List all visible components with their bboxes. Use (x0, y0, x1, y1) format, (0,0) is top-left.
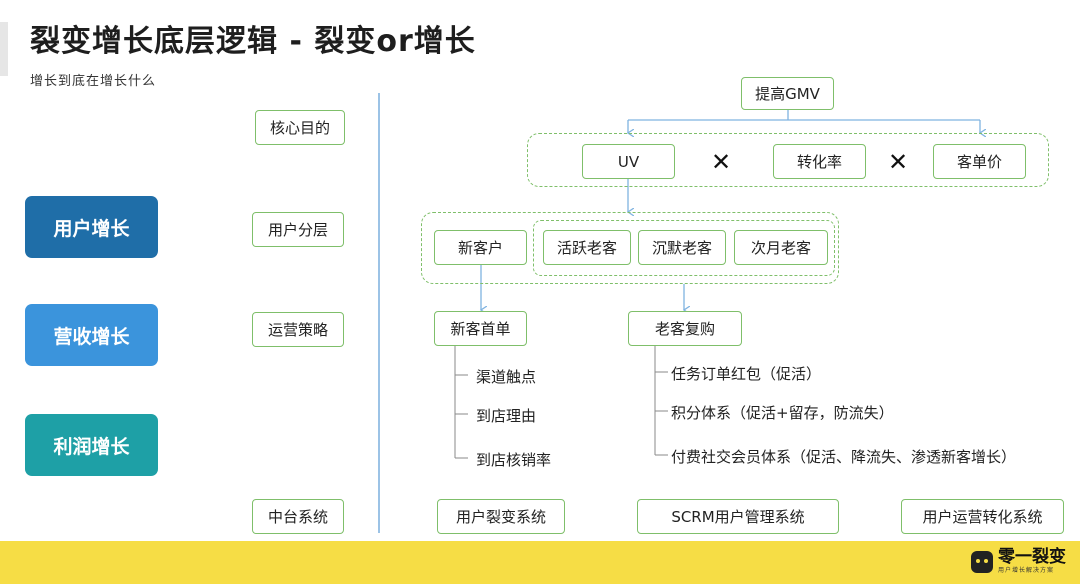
formula-group (527, 133, 1049, 187)
leaf-redemption-rate: 到店核销率 (476, 451, 552, 469)
footer-bar: 零一裂变 用户增长解决方案 (0, 541, 1080, 584)
row-label-ops-strategy: 运营策略 (252, 312, 344, 347)
system-scrm: SCRM用户管理系统 (637, 499, 839, 534)
segment-new-customer: 新客户 (434, 230, 527, 265)
brand-logo: 零一裂变 用户增长解决方案 (971, 549, 1066, 574)
page-subtitle: 增长到底在增长什么 (30, 74, 157, 89)
segment-active-old: 活跃老客 (543, 230, 631, 265)
gmv-box: 提高GMV (741, 77, 834, 110)
old-customer-group (533, 220, 835, 276)
strategy-repurchase: 老客复购 (628, 311, 742, 346)
left-accent-bar (0, 22, 8, 76)
segment-next-month-old: 次月老客 (734, 230, 828, 265)
leaf-points-system: 积分体系（促活+留存，防流失） (671, 404, 894, 422)
brand-name: 零一裂变 (998, 547, 1066, 567)
leaf-paid-membership: 付费社交会员体系（促活、降流失、渗透新客增长） (671, 448, 1017, 466)
leaf-store-visit-reason: 到店理由 (476, 407, 537, 425)
system-ops-conversion: 用户运营转化系统 (901, 499, 1064, 534)
divider-line (378, 93, 380, 533)
pillar-revenue-growth: 营收增长 (25, 304, 158, 366)
average-order-value-box: 客单价 (933, 144, 1026, 179)
leaf-channel-touchpoint: 渠道触点 (476, 368, 537, 386)
leaf-task-order-redpacket: 任务订单红包（促活） (671, 365, 822, 383)
row-label-user-layering: 用户分层 (252, 212, 344, 247)
row-label-core-goal: 核心目的 (255, 110, 345, 145)
pillar-profit-growth: 利润增长 (25, 414, 158, 476)
multiply-icon: ✕ (711, 148, 732, 176)
conversion-rate-box: 转化率 (773, 144, 866, 179)
pillar-user-growth: 用户增长 (25, 196, 158, 258)
strategy-new-first-order: 新客首单 (434, 311, 527, 346)
system-fission: 用户裂变系统 (437, 499, 565, 534)
uv-box: UV (582, 144, 675, 179)
user-segment-group (421, 212, 839, 284)
row-label-middle-platform: 中台系统 (252, 499, 344, 534)
segment-silent-old: 沉默老客 (638, 230, 726, 265)
brand-tagline: 用户增长解决方案 (998, 567, 1055, 574)
multiply-icon: ✕ (888, 148, 909, 176)
brand-mascot-icon (971, 550, 993, 573)
page-title: 裂变增长底层逻辑 - 裂变or增长 (30, 24, 476, 59)
